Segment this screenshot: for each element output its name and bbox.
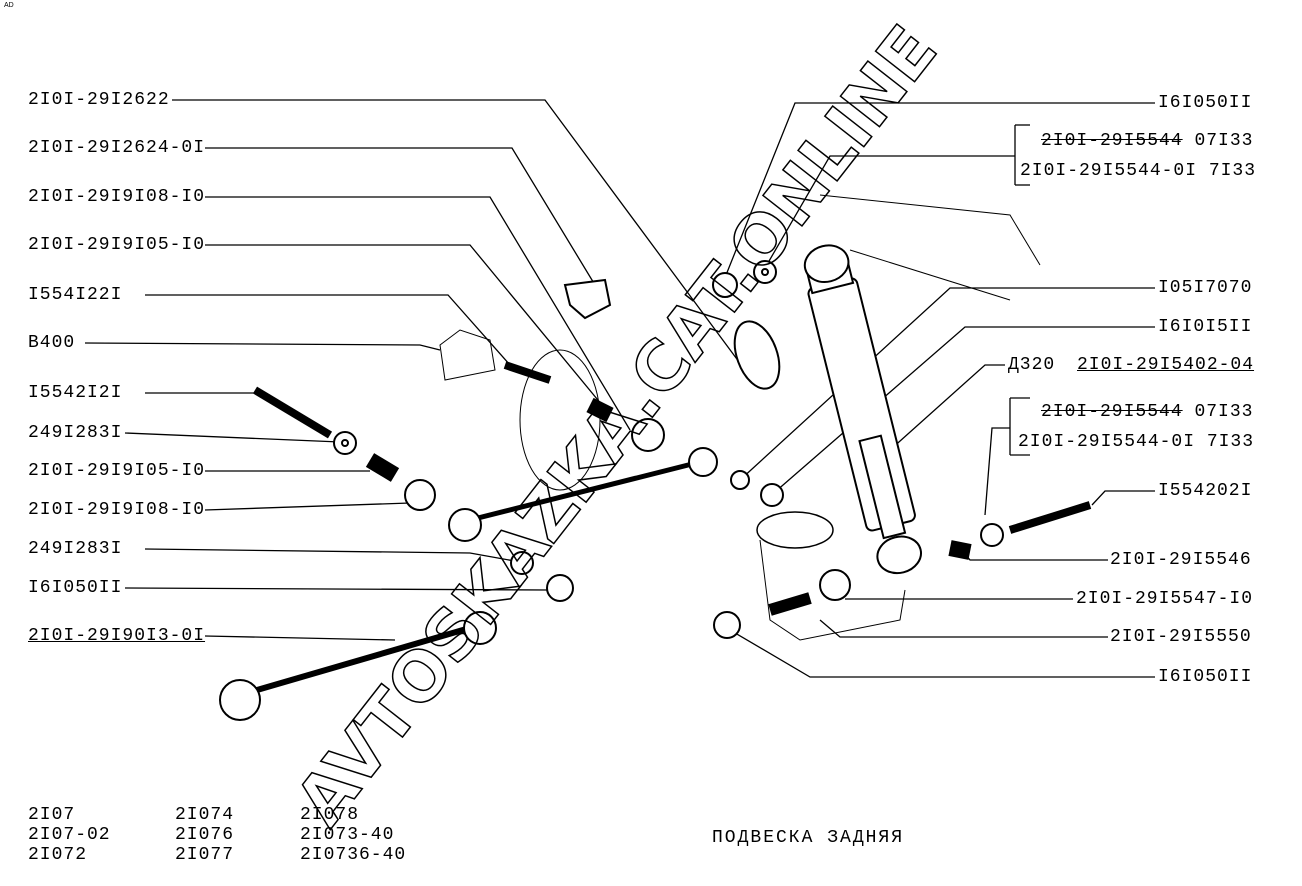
model-code: 2I073-40: [300, 825, 395, 845]
part-label: 2I0I-29I90I3-0I: [28, 626, 206, 646]
parts: [219, 194, 1092, 721]
part-suffix: 07I33: [1194, 131, 1254, 151]
part-label: I6I050II: [1158, 93, 1253, 113]
part-label: 2I0I-29I9I05-I0: [28, 461, 206, 481]
part-suffix: 07I33: [1194, 402, 1254, 422]
part-label: B400: [28, 333, 76, 353]
model-code: 2I0736-40: [300, 845, 407, 865]
part-label: 2I0I-29I5402-04: [1077, 355, 1255, 375]
part-label: 2I0I-29I2624-0I: [28, 138, 206, 158]
part-label: 2I0I-29I9I08-I0: [28, 187, 206, 207]
superseded-number: 2I0I-29I5544: [1041, 402, 1183, 422]
part-label: 2I0I-29I5544-0I 7I33: [1018, 432, 1255, 452]
part-label: I554202I: [1158, 481, 1253, 501]
part-label: I5542I2I: [28, 383, 123, 403]
model-code: 2I07-02: [28, 825, 111, 845]
part-label: 249I283I: [28, 423, 123, 443]
part-label: 2I0I-29I5550: [1110, 627, 1252, 647]
part-label: 2I0I-29I2622: [28, 90, 170, 110]
model-code: 2I077: [175, 845, 235, 865]
part-label: 2I0I-29I5544-0I 7I33: [1020, 161, 1257, 181]
part-label: I6I050II: [28, 578, 123, 598]
part-label: I6I0I5II: [1158, 317, 1253, 337]
part-label: 2I0I-29I9I08-I0: [28, 500, 206, 520]
part-label: 2I0I-29I5546: [1110, 550, 1252, 570]
part-label-superseded: 2I0I-29I5544 07I33: [1041, 402, 1253, 422]
part-label: 2I0I-29I9I05-I0: [28, 235, 206, 255]
part-label: I05I7070: [1158, 278, 1253, 298]
part-label-superseded: 2I0I-29I5544 07I33: [1041, 131, 1253, 151]
corner-mark: AD: [4, 2, 14, 9]
model-code: 2I076: [175, 825, 235, 845]
superseded-number: 2I0I-29I5544: [1041, 131, 1183, 151]
part-label: Д320: [1008, 355, 1056, 375]
part-label: I554I22I: [28, 285, 123, 305]
diagram-title: ПОДВЕСКА ЗАДНЯЯ: [712, 828, 905, 848]
part-label: 2I0I-29I5547-I0: [1076, 589, 1254, 609]
model-code: 2I072: [28, 845, 88, 865]
model-code: 2I07: [28, 805, 76, 825]
model-code: 2I078: [300, 805, 360, 825]
model-code: 2I074: [175, 805, 235, 825]
part-label: 249I283I: [28, 539, 123, 559]
part-label: I6I050II: [1158, 667, 1253, 687]
leader-lines: [84, 99, 1155, 678]
